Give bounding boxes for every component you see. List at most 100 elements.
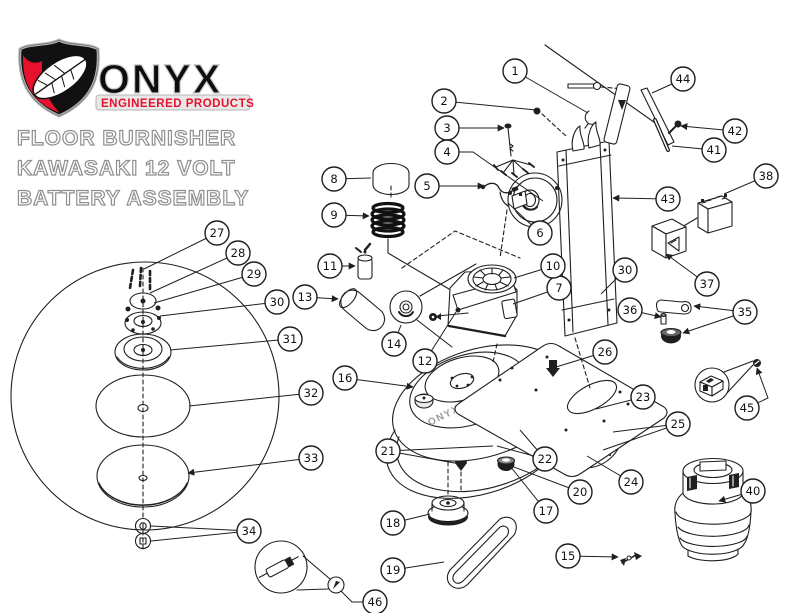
callout-42: 42 — [722, 118, 748, 144]
svg-text:14: 14 — [387, 337, 402, 351]
svg-text:15: 15 — [561, 549, 576, 563]
logo-banner — [95, 94, 251, 111]
lever-art — [655, 299, 692, 344]
svg-text:46: 46 — [368, 595, 383, 609]
leader-line-21 — [387, 445, 494, 452]
svg-text:28: 28 — [231, 246, 246, 260]
pad-driver-assembly-art — [10, 261, 280, 550]
callout-25: 25 — [665, 411, 691, 437]
callout-37: 37 — [694, 271, 720, 297]
callout-45: 45 — [734, 395, 760, 421]
leader-line-1 — [514, 70, 589, 114]
leader-line-31 — [169, 338, 291, 351]
callout-11: 11 — [317, 253, 343, 279]
svg-text:26: 26 — [598, 345, 613, 359]
svg-text:32: 32 — [304, 386, 319, 400]
connector-detail-art — [694, 359, 761, 403]
callout-27: 27 — [204, 220, 230, 246]
callout-14: 14 — [381, 331, 407, 357]
leader-line-34 — [150, 525, 250, 532]
callout-30: 30 — [264, 289, 290, 315]
callout-18: 18 — [380, 510, 406, 536]
callout-20: 20 — [567, 479, 593, 505]
title-line-2: KAWASAKI 12 VOLT — [17, 157, 236, 180]
svg-text:5: 5 — [423, 179, 430, 193]
svg-text:22: 22 — [538, 452, 553, 466]
callout-19: 19 — [380, 557, 406, 583]
leader-line-27 — [143, 232, 218, 270]
callout-26: 26 — [592, 339, 618, 365]
callout-33: 33 — [298, 445, 324, 471]
svg-text:18: 18 — [386, 516, 401, 530]
callout-29: 29 — [241, 261, 267, 287]
svg-text:23: 23 — [636, 390, 651, 404]
callout-24: 24 — [618, 469, 644, 495]
svg-text:38: 38 — [759, 169, 774, 183]
callout-30: 30 — [612, 257, 638, 283]
callout-31: 31 — [277, 326, 303, 352]
leader-line-25 — [602, 423, 679, 451]
svg-text:43: 43 — [661, 192, 676, 206]
svg-text:25: 25 — [671, 417, 686, 431]
callout-46: 46 — [362, 589, 388, 613]
callout-40: 40 — [740, 478, 766, 504]
svg-text:24: 24 — [624, 475, 639, 489]
onyx-logo: ONYX ENGINEERED PRODUCTS — [18, 38, 254, 118]
callout-13: 13 — [292, 284, 318, 310]
svg-text:36: 36 — [623, 303, 638, 317]
spark-plug-detail-art — [254, 540, 345, 594]
svg-text:31: 31 — [283, 332, 298, 346]
callout-21: 21 — [375, 438, 401, 464]
svg-text:20: 20 — [573, 485, 588, 499]
callout-36: 36 — [617, 297, 643, 323]
callout-43: 43 — [655, 186, 681, 212]
svg-text:44: 44 — [676, 72, 691, 86]
callout-32: 32 — [298, 380, 324, 406]
svg-text:7: 7 — [555, 281, 562, 295]
callout-3: 3 — [434, 115, 460, 141]
svg-text:30: 30 — [270, 295, 285, 309]
engine-art — [447, 264, 518, 363]
callout-23: 23 — [630, 384, 656, 410]
callout-10: 10 — [540, 253, 566, 279]
cover-box-art — [651, 218, 687, 259]
title-line-3: BATTERY ASSEMBLY — [17, 187, 249, 210]
callout-41: 41 — [701, 137, 727, 163]
callout-38: 38 — [753, 163, 779, 189]
svg-text:16: 16 — [338, 371, 353, 385]
callout-4: 4 — [434, 139, 460, 165]
svg-text:9: 9 — [330, 208, 337, 222]
callout-16: 16 — [332, 365, 358, 391]
leader-line-28 — [149, 252, 239, 294]
svg-text:42: 42 — [728, 124, 743, 138]
callout-22: 22 — [532, 446, 558, 472]
callout-28: 28 — [225, 240, 251, 266]
svg-text:33: 33 — [304, 451, 319, 465]
callout-8: 8 — [321, 166, 347, 192]
svg-text:30: 30 — [618, 263, 633, 277]
leader-line-34 — [150, 530, 250, 542]
svg-text:21: 21 — [381, 444, 396, 458]
handle-assembly-art — [533, 44, 682, 152]
clip-art — [620, 552, 642, 566]
svg-text:13: 13 — [298, 290, 313, 304]
filter-roller-art — [339, 162, 521, 332]
svg-text:1: 1 — [511, 64, 518, 78]
svg-text:34: 34 — [242, 524, 257, 538]
svg-text:8: 8 — [330, 172, 337, 186]
leader-line-29 — [153, 273, 255, 304]
svg-text:41: 41 — [707, 143, 722, 157]
logo-tagline-text: ENGINEERED PRODUCTS — [101, 98, 254, 110]
callout-2: 2 — [431, 88, 457, 114]
pulley-belt-art — [427, 461, 517, 589]
svg-text:6: 6 — [536, 226, 543, 240]
callout-17: 17 — [533, 498, 559, 524]
callout-12: 12 — [412, 348, 438, 374]
callout-7: 7 — [546, 275, 572, 301]
svg-text:40: 40 — [746, 484, 761, 498]
leader-line-30 — [159, 301, 278, 317]
callout-44: 44 — [670, 66, 696, 92]
callout-1: 1 — [502, 58, 528, 84]
